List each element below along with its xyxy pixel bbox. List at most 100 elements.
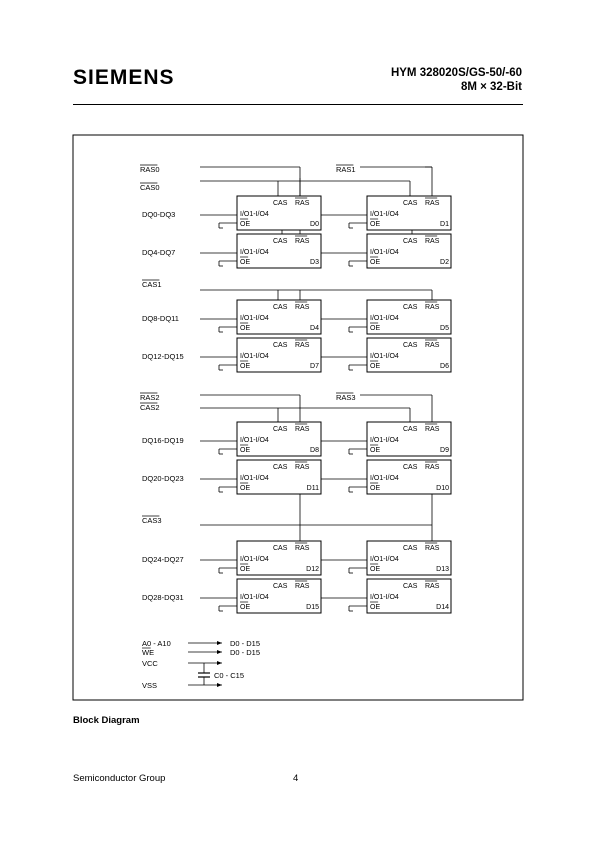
chip-ras-pin: RAS <box>295 464 310 471</box>
bus-label: DQ0-DQ3 <box>142 210 175 219</box>
chip-d9-box <box>366 421 452 457</box>
signal-ras1: RAS1 <box>336 165 356 174</box>
chip-oe-pin: OE <box>240 363 250 370</box>
bus-label: DQ24-DQ27 <box>142 555 184 564</box>
chip-ras-pin: RAS <box>425 200 440 207</box>
legend-vcc-label: VCC <box>142 659 158 668</box>
chip-io-pin: I/O1-I/O4 <box>370 249 399 256</box>
chip-io-pin: I/O1-I/O4 <box>370 556 399 563</box>
signal-cas0: CAS0 <box>140 183 160 192</box>
chip-oe-pin: OE <box>240 221 250 228</box>
legend-vss-label: VSS <box>142 681 157 690</box>
chip-cas-pin: CAS <box>273 464 288 471</box>
chip-ras-pin: RAS <box>295 583 310 590</box>
arrowhead <box>217 641 222 645</box>
chip-oe-pin: OE <box>370 566 380 573</box>
arrowhead <box>217 650 222 654</box>
chip-id: D13 <box>436 566 449 573</box>
chip-id: D14 <box>436 604 449 611</box>
chip-d7-box <box>236 337 322 373</box>
bus-label: DQ12-DQ15 <box>142 352 184 361</box>
footer-publisher: Semiconductor Group <box>73 773 166 784</box>
chip-io-pin: I/O1-I/O4 <box>240 437 269 444</box>
chip-ras-pin: RAS <box>425 583 440 590</box>
chip-cas-pin: CAS <box>273 583 288 590</box>
signal-ras2: RAS2 <box>140 393 160 402</box>
chip-io-pin: I/O1-I/O4 <box>240 211 269 218</box>
chip-id: D11 <box>307 485 319 492</box>
chip-ras-pin: RAS <box>425 238 440 245</box>
chip-cas-pin: CAS <box>273 342 288 349</box>
chip-oe-pin: OE <box>370 221 380 228</box>
chip-oe-pin: OE <box>240 604 250 611</box>
signal-ras3: RAS3 <box>336 393 356 402</box>
chip-oe-pin: OE <box>240 485 250 492</box>
chip-d1-box <box>366 195 452 231</box>
chip-cas-pin: CAS <box>403 200 418 207</box>
bus-label: DQ8-DQ11 <box>142 314 179 323</box>
bus-label: DQ4-DQ7 <box>142 248 175 257</box>
signal-ras0: RAS0 <box>140 165 160 174</box>
chip-d6-box <box>366 337 452 373</box>
part-header: HYM 328020S/GS-50/-60 8M × 32-Bit <box>391 66 522 94</box>
chip-cas-pin: CAS <box>273 545 288 552</box>
chip-oe-pin: OE <box>240 447 250 454</box>
chip-io-pin: I/O1-I/O4 <box>240 353 269 360</box>
chip-io-pin: I/O1-I/O4 <box>370 315 399 322</box>
legend-address-target: D0 - D15 <box>230 639 260 648</box>
chip-id: D9 <box>440 447 449 454</box>
chip-d4-box <box>236 299 322 335</box>
chip-cas-pin: CAS <box>403 238 418 245</box>
chip-id: D1 <box>440 221 449 228</box>
chip-cas-pin: CAS <box>403 464 418 471</box>
chip-cas-pin: CAS <box>273 304 288 311</box>
chip-ras-pin: RAS <box>295 545 310 552</box>
chip-ras-pin: RAS <box>425 464 440 471</box>
chip-d10-box <box>366 459 452 495</box>
signal-cas3: CAS3 <box>142 516 162 525</box>
arrowhead <box>217 683 222 687</box>
organization: 8M × 32-Bit <box>460 81 522 93</box>
chip-io-pin: I/O1-I/O4 <box>240 556 269 563</box>
chip-ras-pin: RAS <box>295 200 310 207</box>
chip-ras-pin: RAS <box>425 304 440 311</box>
chip-ras-pin: RAS <box>295 238 310 245</box>
chip-id: D15 <box>306 604 319 611</box>
chip-io-pin: I/O1-I/O4 <box>240 315 269 322</box>
figure-caption: Block Diagram <box>73 715 140 726</box>
chip-oe-pin: OE <box>370 604 380 611</box>
chip-oe-pin: OE <box>370 259 380 266</box>
chip-io-pin: I/O1-I/O4 <box>240 475 269 482</box>
chip-id: D12 <box>306 566 319 573</box>
bus-label: DQ28-DQ31 <box>142 593 184 602</box>
chip-d0-box <box>236 195 322 231</box>
chip-io-pin: I/O1-I/O4 <box>370 353 399 360</box>
legend-address-label: A0 - A10 <box>142 639 171 648</box>
bus-label: DQ20-DQ23 <box>142 474 184 483</box>
chip-oe-pin: OE <box>240 259 250 266</box>
chip-cas-pin: CAS <box>403 545 418 552</box>
chip-cas-pin: CAS <box>403 342 418 349</box>
chip-d5-box <box>366 299 452 335</box>
chip-io-pin: I/O1-I/O4 <box>240 594 269 601</box>
bus-label: DQ16-DQ19 <box>142 436 184 445</box>
chip-d2-box <box>366 233 452 269</box>
chip-ras-pin: RAS <box>295 304 310 311</box>
chip-id: D6 <box>440 363 449 370</box>
signal-cas1: CAS1 <box>142 280 162 289</box>
chip-id: D0 <box>310 221 319 228</box>
chip-d11-box <box>236 459 322 495</box>
chip-oe-pin: OE <box>370 447 380 454</box>
chip-ras-pin: RAS <box>295 342 310 349</box>
chip-d15-box <box>236 578 322 614</box>
